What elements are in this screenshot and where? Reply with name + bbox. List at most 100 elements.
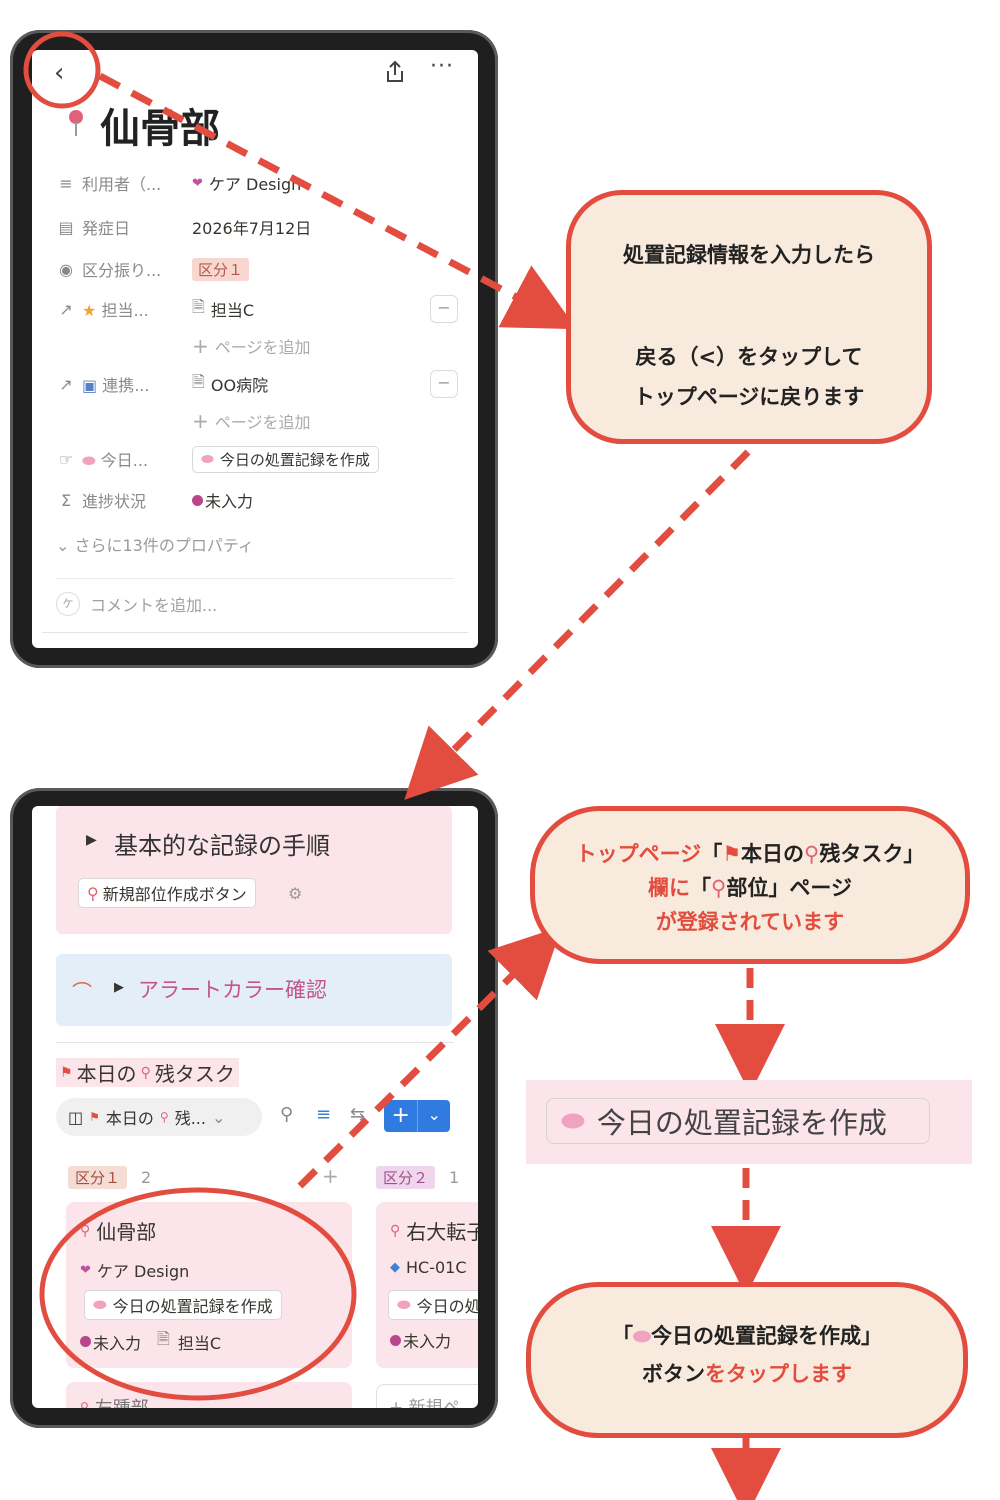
new-page-button[interactable]: + 新規ペ: [376, 1384, 478, 1408]
chevron-down-icon: ⌄: [211, 1107, 226, 1127]
heart-icon: ❤: [80, 1262, 91, 1278]
card-status: 未入力🗎担当C: [80, 1328, 221, 1355]
card-title: ⚲左踵部: [80, 1398, 149, 1408]
soap-icon: ⬬: [633, 1324, 651, 1348]
partner-value: OO病院: [210, 376, 269, 395]
board-icon: ◫: [68, 1107, 84, 1127]
instruction-bubble-2: トップページ「⚑本日の⚲残タスク」 欄に「⚲部位」ページ が登録されています: [530, 806, 970, 964]
board-card-partial[interactable]: ⚲左踵部: [66, 1382, 352, 1408]
pin-icon: ⚲: [159, 1110, 169, 1124]
property-value: 🗎担当C: [192, 296, 254, 323]
add-page-link[interactable]: +ページを追加: [192, 334, 311, 358]
gear-icon[interactable]: ⚙: [288, 884, 303, 903]
comment-input[interactable]: ケ コメントを追加...: [56, 592, 217, 616]
heart-icon: ❤: [192, 175, 203, 191]
property-partner[interactable]: ↗ ▣ 連携... 🗎OO病院 −: [32, 367, 478, 401]
remove-button[interactable]: −: [430, 370, 458, 398]
soap-icon: ⬬: [561, 1104, 585, 1137]
sigma-icon: Σ: [60, 490, 72, 510]
add-page-row[interactable]: +ページを追加: [32, 329, 478, 363]
flag-icon: ⚑: [89, 1110, 100, 1124]
chevron-down-icon[interactable]: ⌄: [417, 1100, 450, 1132]
top-screen: ‹ ··· 仙骨部 ≡ 利用者（... ❤ケア Design ▤ 発症日 202…: [32, 50, 478, 648]
property-assignee[interactable]: ↗ ★ 担当... 🗎担当C −: [32, 292, 478, 326]
pin-icon: ⚲: [80, 1222, 91, 1239]
property-onset-date[interactable]: ▤ 発症日 2026年7月12日: [32, 210, 478, 244]
search-icon[interactable]: ⚲: [280, 1104, 294, 1125]
property-category[interactable]: ◉ 区分振り... 区分１: [32, 252, 478, 286]
property-user[interactable]: ≡ 利用者（... ❤ ケア Design: [32, 166, 478, 200]
new-button[interactable]: + ⌄: [384, 1100, 450, 1132]
instruction-bubble-3: 「⬬今日の処置記録を作成」 ボタンをタップします: [526, 1282, 968, 1438]
diamond-icon: ◆: [390, 1260, 400, 1275]
create-record-big-button[interactable]: ⬬ 今日の処置記録を作成: [546, 1098, 930, 1144]
rainbow-icon: ⌒: [72, 980, 92, 1004]
card-status: 未入力: [390, 1328, 451, 1352]
big-button-panel: ⬬ 今日の処置記録を作成: [526, 1080, 972, 1164]
sort-icon[interactable]: ⇆: [350, 1104, 366, 1125]
create-record-button[interactable]: ⬬今日の処置記録を作成: [192, 445, 379, 473]
toggle-triangle-icon: ▶: [114, 980, 124, 995]
pin-icon: ⚲: [390, 1222, 401, 1239]
add-card-icon[interactable]: +: [322, 1164, 339, 1188]
more-properties-toggle[interactable]: ⌄ さらに13件のプロパティ: [56, 536, 254, 555]
property-name: 区分振り...: [82, 261, 162, 280]
divider: [56, 1042, 454, 1043]
highlight-ellipse: [39, 1187, 357, 1401]
card-title: ⚲右大転子: [390, 1220, 478, 1244]
arrow: [404, 449, 751, 800]
arrow: [98, 72, 577, 330]
view-selector[interactable]: ◫ ⚑ 本日の ⚲ 残... ⌄: [56, 1098, 262, 1136]
board-card[interactable]: ⚲右大転子 ◆HC-01C ⬬今日の処 未入力: [376, 1202, 478, 1368]
group-label: 区分１: [68, 1166, 128, 1189]
bottom-screen: ▶ 基本的な記録の手順 ⚲新規部位作成ボタン ⚙ ⌒ ▶ アラートカラー確認 ⚑…: [32, 806, 478, 1408]
more-icon[interactable]: ···: [430, 54, 454, 79]
flag-icon: ⚑: [722, 842, 742, 866]
new-part-button[interactable]: ⚲新規部位作成ボタン: [78, 878, 256, 908]
flag-icon: ⚑: [60, 1064, 73, 1081]
property-name: ★ 担当...: [82, 301, 149, 320]
property-name: ▣ 連携...: [82, 376, 150, 395]
procedure-toggle-block[interactable]: ▶ 基本的な記録の手順 ⚲新規部位作成ボタン ⚙: [56, 806, 452, 934]
pin-icon: ⚲: [87, 883, 99, 903]
divider: [56, 578, 454, 579]
group-header-1: 区分１ 2: [68, 1166, 151, 1189]
property-value: 🗎 OO病院: [192, 371, 268, 398]
pin-icon: ⚲: [140, 1064, 151, 1081]
create-record-button[interactable]: ⬬今日の処置記録を作成: [84, 1290, 282, 1320]
status-dot: [192, 494, 203, 506]
relation-icon: ↗: [59, 299, 73, 319]
back-button[interactable]: ‹: [54, 58, 65, 88]
page-icon: 🗎: [192, 371, 205, 391]
share-icon[interactable]: [384, 60, 406, 88]
card-title: ⚲仙骨部: [80, 1220, 157, 1244]
create-record-button[interactable]: ⬬今日の処: [388, 1290, 478, 1320]
property-today[interactable]: ☞ ⬬ 今日... ⬬今日の処置記録を作成: [32, 442, 478, 476]
list-icon: ≡: [59, 173, 73, 193]
property-progress[interactable]: Σ 進捗状況 未入力: [32, 483, 478, 517]
instruction-bubble-1: 処置記録情報を入力したら 戻る（<）をタップして トップページに戻ります: [566, 190, 932, 444]
group-header-2: 区分２ 1: [376, 1166, 459, 1189]
alert-color-toggle[interactable]: ⌒ ▶ アラートカラー確認: [56, 954, 452, 1026]
user-value: ケア Design: [208, 175, 302, 194]
hospital-icon: ▣: [82, 376, 98, 395]
add-page-link[interactable]: +ページを追加: [192, 409, 311, 433]
star-icon: ★: [82, 301, 97, 320]
category-tag: 区分１: [192, 257, 250, 281]
add-page-row[interactable]: +ページを追加: [32, 404, 478, 438]
filter-icon[interactable]: ≡: [316, 1104, 332, 1125]
card-user: ❤ケア Design: [80, 1262, 190, 1281]
property-name: 利用者（...: [82, 175, 162, 194]
pin-icon: [66, 108, 86, 142]
soap-icon: ⬬: [82, 451, 96, 470]
board-card[interactable]: ⚲仙骨部 ❤ケア Design ⬬今日の処置記録を作成 未入力🗎担当C: [66, 1202, 352, 1368]
avatar: ケ: [56, 592, 80, 616]
remove-button[interactable]: −: [430, 295, 458, 323]
soap-icon: ⬬: [93, 1295, 107, 1314]
page-icon: 🗎: [157, 1329, 170, 1348]
arrow: [297, 926, 562, 1189]
toggle-triangle-icon: ▶: [86, 832, 97, 848]
property-value: 未入力: [192, 488, 253, 512]
property-value: 区分１: [192, 257, 250, 281]
